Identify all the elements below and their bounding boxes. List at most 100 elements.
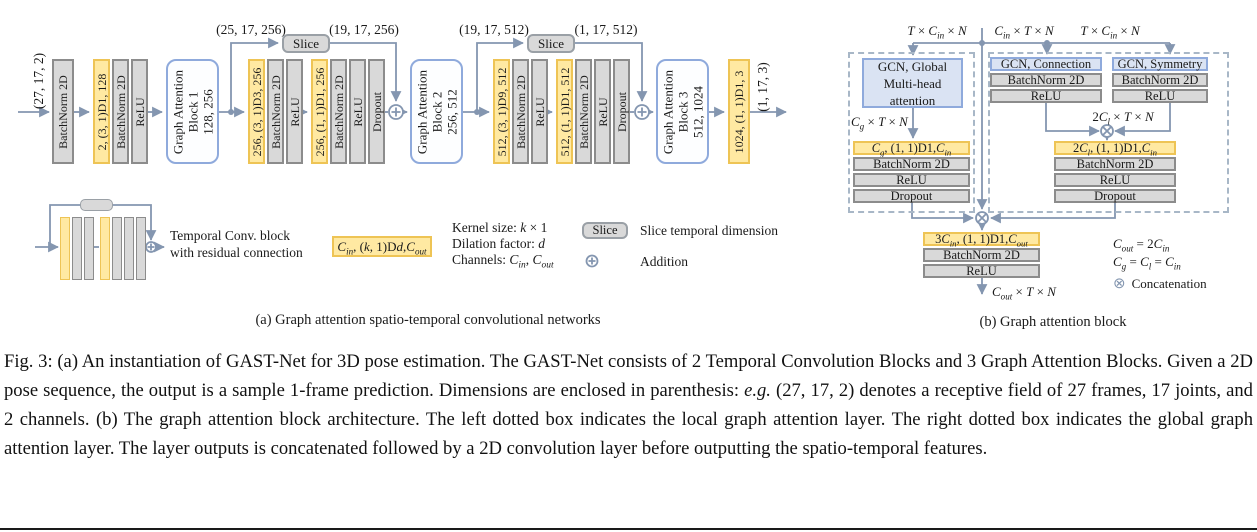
legend-tcb-text-1: Temporal Conv. block <box>170 228 291 243</box>
legend-dilation-factor: Dilation factor: d <box>452 236 545 251</box>
legend-addition-symbol <box>585 254 599 268</box>
relu-layer: ReLU <box>349 59 366 164</box>
dropout-layer: Dropout <box>368 59 385 164</box>
cg-dim-label: Cg × T × N <box>851 114 908 132</box>
legend-conv-group-1 <box>60 217 94 280</box>
conv-layer: 512, (3, 1)D9, 512 <box>493 59 510 164</box>
legend-gray-col <box>112 217 122 280</box>
input-dimension-label: (27, 17, 2) <box>31 52 46 110</box>
legend-channels: Channels: Cin, Cout <box>452 252 554 271</box>
batchnorm-row: BatchNorm 2D <box>1112 73 1208 87</box>
gcn-symmetry-stack: GCN, Symmetry BatchNorm 2D ReLU <box>1112 57 1208 103</box>
batchnorm-row: BatchNorm 2D <box>1054 157 1176 171</box>
dropout-layer: Dropout <box>613 59 630 164</box>
dim-label-top-left: T × Cin × N <box>907 23 967 41</box>
slice1-box: Slice <box>282 34 330 53</box>
batchnorm-layer: BatchNorm 2D <box>112 59 129 164</box>
batchnorm-layer: BatchNorm 2D <box>330 59 347 164</box>
legend-conv-group-2 <box>100 217 146 280</box>
subcaption-b: (b) Graph attention block <box>979 314 1127 330</box>
temporal-conv-block-2b: 256, (1, 1)D1, 256 BatchNorm 2D ReLU Dro… <box>311 59 385 164</box>
panel-b-wires <box>907 28 1176 295</box>
relu-layer: ReLU <box>286 59 303 164</box>
temporal-conv-block-3b: 512, (1, 1)D1, 512 BatchNorm 2D ReLU Dro… <box>556 59 630 164</box>
legend-concatenation: ⊗ Concatenation <box>1113 276 1207 292</box>
global-attention-dashed-box <box>848 52 975 213</box>
dim-label-top-mid: Cin × T × N <box>994 23 1054 41</box>
cl2-dim-label: 2Cl × T × N <box>1092 109 1154 127</box>
conv-header: Cg, (1, 1)D1, Cin <box>853 141 970 157</box>
relu-layer: ReLU <box>531 59 548 164</box>
batchnorm-layer: BatchNorm 2D <box>512 59 529 164</box>
legend-gray-col <box>136 217 146 280</box>
output-conv-block: 1024, (1, 1)D1, 3 <box>728 59 750 164</box>
figure-caption: Fig. 3: (a) An instantiation of GAST-Net… <box>4 351 1253 459</box>
batchnorm-layer: BatchNorm 2D <box>267 59 284 164</box>
batchnorm-layer: BatchNorm 2D <box>575 59 592 164</box>
conv-layer: 512, (1, 1)D1, 512 <box>556 59 573 164</box>
equation-cout: Cout = 2Cin <box>1113 236 1170 254</box>
concatenation-node-local <box>1100 124 1114 138</box>
slice2-input-dims: (19, 17, 512) <box>459 22 529 37</box>
slice2-output-dims: (1, 17, 512) <box>574 22 638 37</box>
relu-row: ReLU <box>990 89 1102 103</box>
subcaption-a: (a) Graph attention spatio-temporal conv… <box>255 312 601 328</box>
legend-gray-col <box>72 217 82 280</box>
gcn-connection-header: GCN, Connection <box>990 57 1102 71</box>
graph-attention-block-1: Graph Attention Block 1 128, 256 <box>166 59 219 164</box>
legend-gray-col <box>84 217 94 280</box>
temporal-conv-block-2a: 256, (3, 1)D3, 256 BatchNorm 2D ReLU <box>248 59 303 164</box>
gcn-connection-stack: GCN, Connection BatchNorm 2D ReLU <box>990 57 1102 103</box>
legend-addition-desc: Addition <box>640 254 689 269</box>
concatenation-label: Concatenation <box>1131 276 1207 291</box>
batchnorm-row: BatchNorm 2D <box>923 248 1040 262</box>
slice1-input-dims: (25, 17, 256) <box>216 22 286 37</box>
slice1-output-dims: (19, 17, 256) <box>329 22 399 37</box>
conv-layer: 2, (3, 1)D1, 128 <box>93 59 110 164</box>
batchnorm-row: BatchNorm 2D <box>990 73 1102 87</box>
legend-conv-col <box>60 217 70 280</box>
legend-addition-node <box>145 241 157 253</box>
temporal-conv-block-1a: 2, (3, 1)D1, 128 BatchNorm 2D ReLU <box>93 59 148 164</box>
legend-slice-desc: Slice temporal dimension <box>640 223 778 238</box>
local-attention-dashed-box <box>988 52 1229 213</box>
batchnorm-first-block: BatchNorm 2D <box>52 59 74 164</box>
legend-slice-box: Slice <box>582 222 628 239</box>
batchnorm-row: BatchNorm 2D <box>853 157 970 171</box>
gcn-global-box: GCN, Global Multi-head attention <box>862 58 963 108</box>
legend-slice-shape <box>80 199 113 211</box>
relu-row: ReLU <box>1054 173 1176 187</box>
addition-node-1 <box>388 104 404 120</box>
panel-a-wires <box>18 37 787 120</box>
legend-conv-col <box>100 217 110 280</box>
cout-dim-label: Cout × T × N <box>992 284 1056 302</box>
legend-kernel-size: Kernel size: k × 1 <box>452 220 548 235</box>
dropout-row: Dropout <box>853 189 970 203</box>
conv-layer: 256, (3, 1)D3, 256 <box>248 59 265 164</box>
relu-layer: ReLU <box>594 59 611 164</box>
equation-cg-cl: Cg = Cl = Cin <box>1113 254 1181 272</box>
legend-tcb-text-2: with residual connection <box>170 245 303 260</box>
output-dimension-label: (1, 17, 3) <box>755 62 770 112</box>
relu-layer: ReLU <box>131 59 148 164</box>
concatenation-node-main <box>975 211 989 225</box>
dropout-row: Dropout <box>1054 189 1176 203</box>
graph-attention-block-2: Graph Attention Block 2 256, 512 <box>410 59 463 164</box>
graph-attention-block-3: Graph Attention Block 3 512, 1024 <box>656 59 709 164</box>
dim-label-top-right: T × Cin × N <box>1080 23 1140 41</box>
legend-gray-col <box>124 217 134 280</box>
slice2-box: Slice <box>527 34 575 53</box>
addition-node-2 <box>634 104 650 120</box>
conv-layer: 256, (1, 1)D1, 256 <box>311 59 328 164</box>
gcn-symmetry-header: GCN, Symmetry <box>1112 57 1208 71</box>
temporal-conv-block-3a: 512, (3, 1)D9, 512 BatchNorm 2D ReLU <box>493 59 548 164</box>
relu-row: ReLU <box>923 264 1040 278</box>
concatenation-icon: ⊗ <box>1113 275 1126 292</box>
